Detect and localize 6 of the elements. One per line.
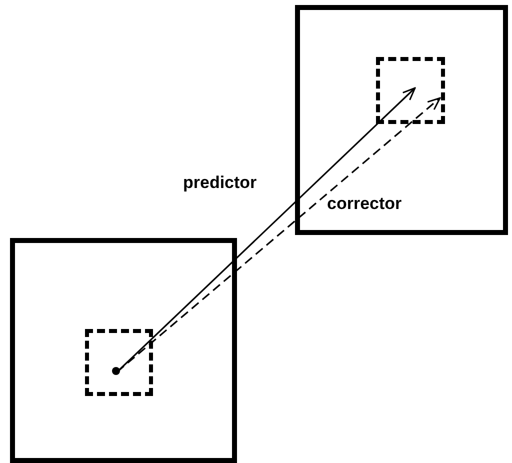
dashed-box bbox=[85, 329, 153, 396]
dashed-box bbox=[376, 57, 445, 124]
edge-label: predictor bbox=[183, 174, 257, 191]
edge-label: corrector bbox=[327, 195, 402, 212]
square-box bbox=[10, 238, 237, 463]
square-box bbox=[295, 5, 508, 235]
